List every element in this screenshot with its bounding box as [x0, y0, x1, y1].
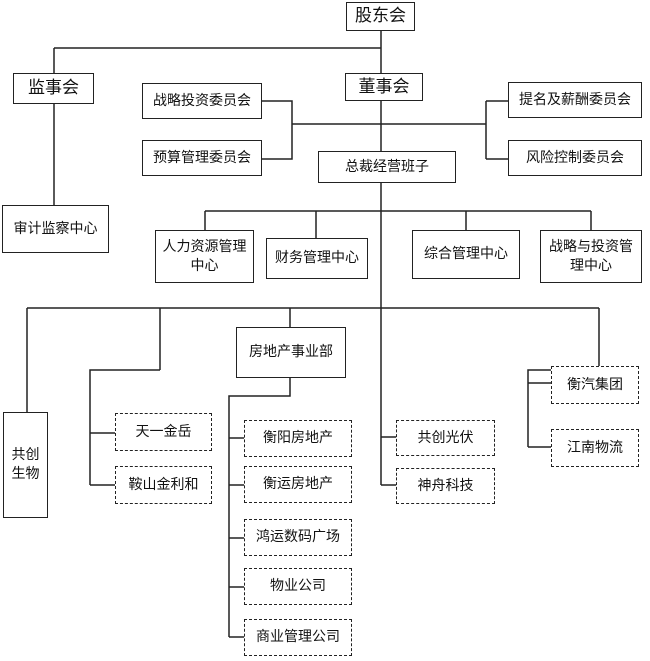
anshan-jinlihe-box: 鞍山金利和 [115, 466, 212, 504]
real-estate-dept-box: 房地产事业部 [236, 327, 346, 378]
hengyun-realestate-label: 衡运房地产 [263, 476, 333, 492]
commercial-mgmt-box: 商业管理公司 [244, 619, 352, 656]
strategy-investment-committee-box: 战略投资委员会 [142, 83, 262, 119]
hengqi-group-label: 衡汽集团 [567, 376, 623, 393]
supervisory-board-label: 监事会 [28, 78, 79, 98]
audit-center-label: 审计监察中心 [13, 220, 98, 237]
real-estate-dept-label: 房地产事业部 [249, 344, 333, 360]
budget-management-committee-label: 预算管理委员会 [153, 149, 251, 166]
hengqi-group-box: 衡汽集团 [551, 366, 639, 404]
shenzhou-tech-box: 神舟科技 [396, 468, 495, 504]
anshan-jinlihe-label: 鞍山金利和 [128, 476, 199, 493]
gongchuang-bio-box: 共创生物 [3, 412, 48, 518]
strategy-center-label: 战略与投资管理中心 [549, 238, 633, 274]
hr-center-box: 人力资源管理中心 [155, 230, 254, 283]
gongchuang-bio-label: 共创生物 [11, 447, 40, 482]
nomination-compensation-committee-box: 提名及薪酬委员会 [508, 82, 642, 118]
hongyun-plaza-box: 鸿运数码广场 [244, 519, 352, 556]
finance-center-box: 财务管理中心 [266, 238, 368, 279]
executive-team-box: 总裁经营班子 [318, 151, 456, 183]
hongyun-plaza-label: 鸿运数码广场 [256, 529, 340, 545]
hr-center-label: 人力资源管理中心 [162, 238, 247, 274]
property-company-label: 物业公司 [270, 578, 326, 594]
supervisory-board-box: 监事会 [13, 73, 94, 104]
tianyi-jinyue-label: 天一金岳 [135, 423, 192, 440]
shareholders-box: 股东会 [346, 2, 415, 31]
executive-team-label: 总裁经营班子 [345, 158, 429, 175]
general-center-box: 综合管理中心 [412, 230, 520, 279]
budget-management-committee-box: 预算管理委员会 [142, 140, 262, 176]
board-of-directors-label: 董事会 [358, 76, 410, 97]
shareholders-label: 股东会 [355, 6, 406, 26]
strategy-center-box: 战略与投资管理中心 [540, 230, 642, 283]
risk-control-committee-box: 风险控制委员会 [508, 140, 642, 176]
property-company-box: 物业公司 [244, 568, 352, 605]
commercial-mgmt-label: 商业管理公司 [256, 629, 340, 645]
shenzhou-tech-label: 神舟科技 [417, 477, 474, 494]
finance-center-label: 财务管理中心 [275, 250, 359, 266]
jiangnan-logistics-label: 江南物流 [567, 439, 623, 456]
gongchuang-pv-box: 共创光伏 [396, 420, 495, 456]
audit-center-box: 审计监察中心 [2, 205, 109, 253]
tianyi-jinyue-box: 天一金岳 [115, 413, 212, 451]
gongchuang-pv-label: 共创光伏 [417, 429, 474, 446]
risk-control-committee-label: 风险控制委员会 [526, 149, 624, 166]
board-of-directors-box: 董事会 [345, 73, 423, 101]
strategy-investment-committee-label: 战略投资委员会 [153, 92, 251, 109]
nomination-compensation-committee-label: 提名及薪酬委员会 [519, 91, 631, 108]
hengyun-realestate-box: 衡运房地产 [244, 466, 352, 503]
jiangnan-logistics-box: 江南物流 [551, 429, 639, 467]
general-center-label: 综合管理中心 [424, 246, 508, 262]
hengyang-realestate-label: 衡阳房地产 [263, 430, 333, 446]
hengyang-realestate-box: 衡阳房地产 [244, 420, 352, 457]
